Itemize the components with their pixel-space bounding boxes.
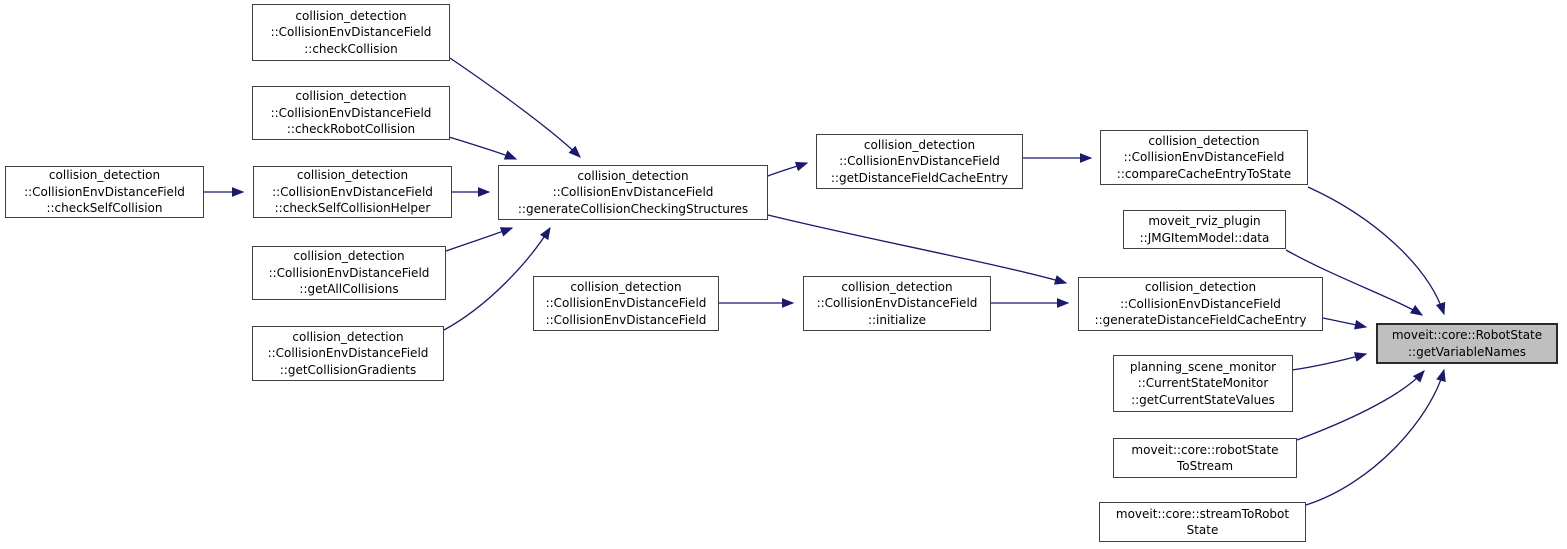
node-initialize[interactable]: collision_detection ::CollisionEnvDistan… <box>803 276 991 331</box>
node-label-line: collision_detection <box>1148 133 1260 148</box>
edge-get-collision-gradients-to-generate-collision-checking-structures <box>443 226 551 331</box>
node-label-line: ::CollisionEnvDistanceField <box>1120 296 1281 311</box>
node-stream-to-robot-state[interactable]: moveit::core::streamToRobot State <box>1099 502 1306 542</box>
node-check-self-collision-helper[interactable]: collision_detection ::CollisionEnvDistan… <box>253 166 452 218</box>
node-label-line: ::CollisionEnvDistanceField <box>1123 150 1285 165</box>
node-label-line: ::getCollisionGradients <box>279 362 417 377</box>
node-get-current-state-values[interactable]: planning_scene_monitor ::CurrentStateMon… <box>1113 355 1293 412</box>
edge-stream-to-robot-state-to-get-variable-names <box>1305 368 1446 506</box>
node-label-line: collision_detection <box>841 279 953 294</box>
node-label-line: ::CollisionEnvDistanceField <box>552 185 714 200</box>
node-label-line: ::CollisionEnvDistanceField <box>24 184 185 199</box>
edge-check-robot-collision-to-generate-collision-checking-structures <box>448 136 518 160</box>
node-label-line: collision_detection <box>577 168 689 183</box>
node-label-line: collision_detection <box>863 137 976 152</box>
node-label-line: ::CollisionEnvDistanceField <box>816 296 978 311</box>
node-get-distance-field-cache-entry[interactable]: collision_detection ::CollisionEnvDistan… <box>816 134 1023 189</box>
node-generate-distance-field-cache-entry[interactable]: collision_detection ::CollisionEnvDistan… <box>1078 277 1323 331</box>
node-label-line: ::checkCollision <box>304 41 398 56</box>
node-label-line: ::CollisionEnvDistanceField <box>268 265 430 280</box>
node-robot-state-to-stream[interactable]: moveit::core::robotState ToStream <box>1113 438 1297 478</box>
node-label-line: ::generateDistanceFieldCacheEntry <box>1094 313 1307 328</box>
node-label-line: ::CollisionEnvDistanceField <box>267 346 429 361</box>
node-label-line: ToStream <box>1176 459 1234 473</box>
node-label-line: ::checkSelfCollision <box>46 201 163 216</box>
node-get-all-collisions[interactable]: collision_detection ::CollisionEnvDistan… <box>252 246 446 300</box>
node-get-collision-gradients[interactable]: collision_detection ::CollisionEnvDistan… <box>252 326 444 381</box>
node-label-line: ::getCurrentStateValues <box>1131 392 1275 407</box>
node-label-line: planning_scene_monitor <box>1129 359 1277 374</box>
edge-generate-distance-field-cache-entry-to-get-variable-names <box>1322 317 1368 330</box>
edge-generate-collision-checking-structures-to-get-distance-field-cache-entry <box>767 161 809 177</box>
node-label-line: moveit::core::streamToRobot <box>1115 506 1290 521</box>
node-label-line: ::CollisionEnvDistanceField <box>545 296 707 311</box>
node-label-line: collision_detection <box>295 89 407 104</box>
node-label-line: collision_detection <box>48 168 161 183</box>
node-label-line: collision_detection <box>293 249 405 264</box>
node-label-line: ::CollisionEnvDistanceField <box>270 25 432 40</box>
node-label-line: ::compareCacheEntryToState <box>1116 166 1292 181</box>
node-label-line: ::CollisionEnvDistanceField <box>545 312 707 327</box>
node-label-line: ::CollisionEnvDistanceField <box>270 105 432 120</box>
node-label-line: collision_detection <box>292 329 404 344</box>
node-label-line: ::JMGItemModel::data <box>1139 230 1270 245</box>
node-label-line: ::CollisionEnvDistanceField <box>272 184 433 199</box>
node-label-line: ::CollisionEnvDistanceField <box>839 154 1000 169</box>
node-label-line: moveit::core::robotState <box>1131 442 1279 457</box>
node-label-line: ::generateCollisionCheckingStructures <box>517 201 749 216</box>
node-label-line: collision_detection <box>295 8 407 23</box>
node-label-line: collision_detection <box>570 279 682 294</box>
node-label-line: State <box>1186 523 1219 537</box>
node-label-line: ::getDistanceFieldCacheEntry <box>830 170 1009 185</box>
node-label-line: moveit::core::RobotState <box>1391 328 1543 342</box>
node-generate-collision-checking-structures[interactable]: collision_detection ::CollisionEnvDistan… <box>498 165 768 220</box>
node-check-robot-collision[interactable]: collision_detection ::CollisionEnvDistan… <box>252 86 450 140</box>
node-jmg-item-model-data[interactable]: moveit_rviz_plugin ::JMGItemModel::data <box>1123 210 1286 249</box>
edge-get-all-collisions-to-generate-collision-checking-structures <box>445 227 514 252</box>
node-label-line: ::getAllCollisions <box>299 282 399 297</box>
edge-robot-state-to-stream-to-get-variable-names <box>1296 370 1425 441</box>
edge-generate-collision-checking-structures-to-generate-distance-field-cache-entry <box>767 214 1068 285</box>
node-label-line: collision_detection <box>1144 280 1257 295</box>
node-label-line: ::checkSelfCollisionHelper <box>274 201 431 216</box>
edge-check-collision-to-generate-collision-checking-structures <box>449 57 581 158</box>
node-check-self-collision[interactable]: collision_detection ::CollisionEnvDistan… <box>5 166 204 218</box>
node-check-collision[interactable]: collision_detection ::CollisionEnvDistan… <box>252 4 450 61</box>
node-label-line: ::checkRobotCollision <box>286 122 416 137</box>
node-label-line: ::initialize <box>867 312 927 327</box>
node-compare-cache-entry-to-state[interactable]: collision_detection ::CollisionEnvDistan… <box>1100 130 1308 185</box>
node-get-variable-names[interactable]: moveit::core::RobotState ::getVariableNa… <box>1376 323 1558 364</box>
edge-get-current-state-values-to-get-variable-names <box>1291 352 1368 371</box>
edge-compare-cache-entry-to-state-to-get-variable-names <box>1307 186 1446 316</box>
node-label-line: ::CurrentStateMonitor <box>1137 376 1269 391</box>
node-collision-env-distance-field-constructor[interactable]: collision_detection ::CollisionEnvDistan… <box>533 276 719 331</box>
node-label-line: moveit_rviz_plugin <box>1148 214 1261 228</box>
node-label-line: collision_detection <box>296 168 409 183</box>
edge-jmg-item-model-data-to-get-variable-names <box>1285 249 1424 316</box>
node-label-line: ::getVariableNames <box>1407 344 1527 359</box>
